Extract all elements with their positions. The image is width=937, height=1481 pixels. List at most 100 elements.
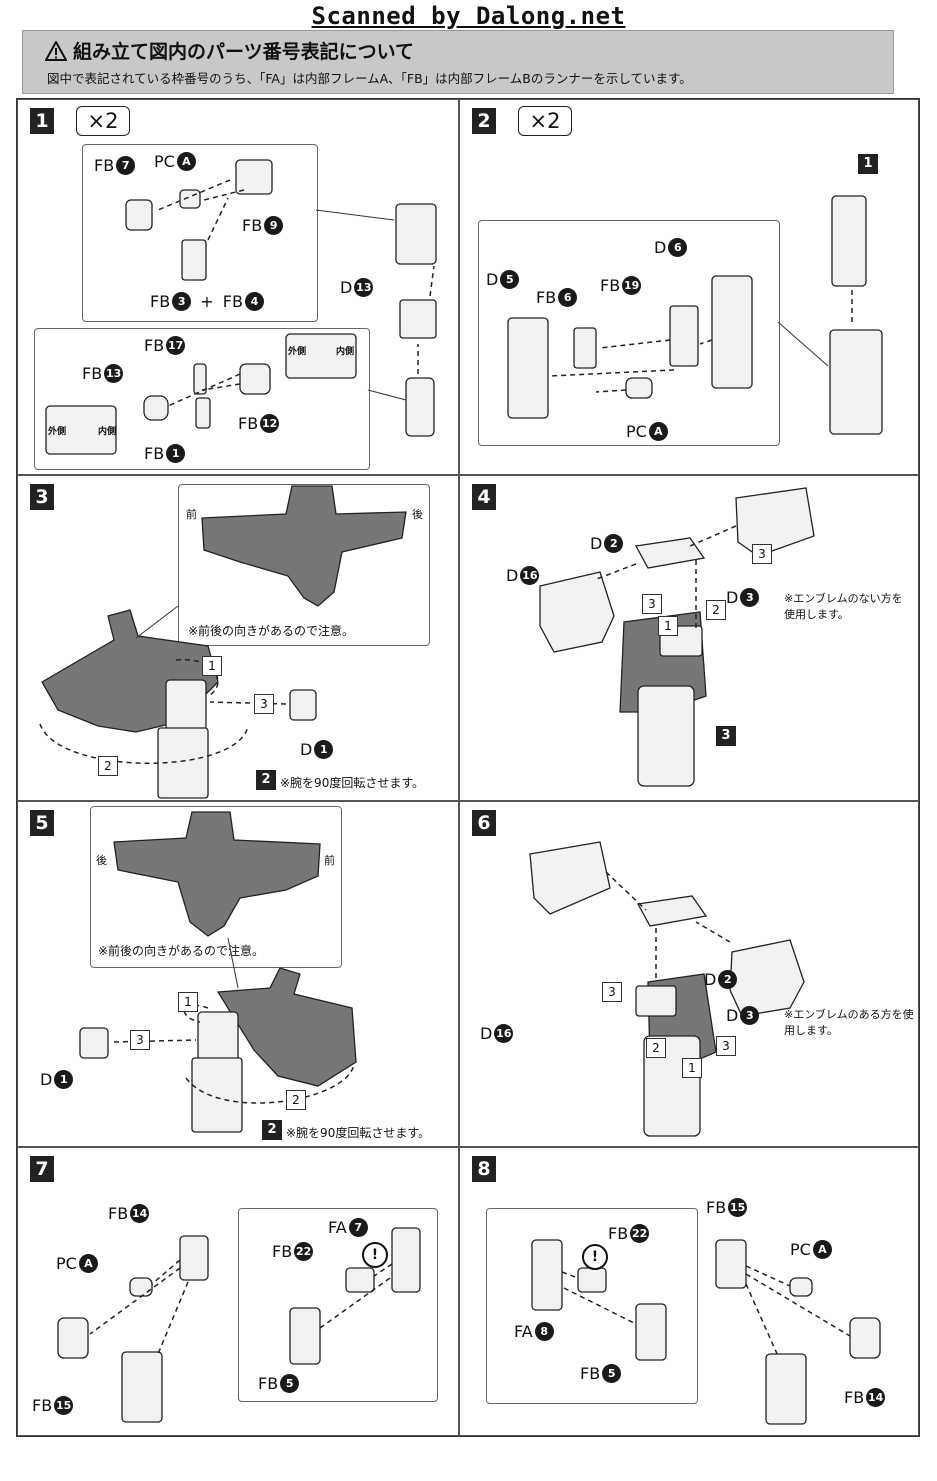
step-number: 5 <box>30 810 54 836</box>
emblem-note: ※エンブレムのない方を使用します。 <box>784 592 903 621</box>
parts-note-box: 組み立て図内のパーツ番号表記について 図中で表記されている枠番号のうち、「FA」… <box>22 30 894 94</box>
step-5-diagram <box>79 811 357 1133</box>
step-number: 6 <box>472 810 496 836</box>
step-7-diagram <box>57 1227 421 1423</box>
order-3: 3 <box>254 694 274 714</box>
step-6-panel: 6 D2 D16 D3 ※エンブレムのある方を使用します。 1 2 3 3 5 <box>459 801 919 1147</box>
step-number: 2 <box>472 108 496 134</box>
emblem-note: ※エンブレムのある方を使用します。 <box>784 1008 914 1037</box>
step-number: 7 <box>30 1156 54 1182</box>
order-3a: 3 <box>752 544 772 564</box>
note-title: 組み立て図内のパーツ番号表記について <box>45 37 414 64</box>
note-text: 図中で表記されている枠番号のうち、「FA」は内部フレームA、「FB」は内部フレー… <box>47 71 692 86</box>
order-2: 2 <box>98 756 118 776</box>
order-3a: 3 <box>602 982 622 1002</box>
step-4-diagram <box>539 487 815 787</box>
ref-step-2: 2 <box>256 770 276 790</box>
order-2: 2 <box>286 1090 306 1110</box>
order-2: 2 <box>646 1038 666 1058</box>
order-3b: 3 <box>642 594 662 614</box>
rotate-note: ※腕を90度回転させます。 <box>280 776 425 790</box>
step-6-diagram <box>529 841 805 1137</box>
caution-icon: ! <box>582 1244 608 1270</box>
caution-text: ※前後の向きがあるので注意。 <box>188 624 355 638</box>
step-2-diagram <box>507 195 883 435</box>
side-outer-2: 外側 <box>48 427 67 437</box>
warning-triangle-icon <box>45 40 67 61</box>
side-inner-2: 内側 <box>98 427 117 437</box>
caution-text: ※前後の向きがあるので注意。 <box>98 944 265 958</box>
side-outer: 外側 <box>288 347 307 357</box>
ref-step-1: 1 <box>858 154 878 174</box>
order-3: 3 <box>130 1030 150 1050</box>
step-number: 3 <box>30 484 54 510</box>
caution-icon: ! <box>362 1242 388 1268</box>
order-1: 1 <box>658 616 678 636</box>
ref-step-3: 3 <box>716 726 736 746</box>
step-number: 8 <box>472 1156 496 1182</box>
order-1: 1 <box>178 992 198 1012</box>
ref-step-2: 2 <box>262 1120 282 1140</box>
label-front: 前 <box>186 508 197 521</box>
step-number: 4 <box>472 484 496 510</box>
order-1: 1 <box>202 656 222 676</box>
rotate-note: ※腕を90度回転させます。 <box>286 1126 431 1140</box>
step-number: 1 <box>30 108 54 134</box>
quantity-badge: ×2 <box>76 106 130 136</box>
step-3-diagram <box>39 485 407 799</box>
label-back: 後 <box>412 508 423 521</box>
order-2: 2 <box>706 600 726 620</box>
step-8-diagram <box>531 1239 881 1425</box>
side-inner: 内側 <box>336 347 355 357</box>
quantity-badge: ×2 <box>518 106 572 136</box>
order-3b: 3 <box>716 1036 736 1056</box>
label-back: 後 <box>96 854 107 867</box>
order-1: 1 <box>682 1058 702 1078</box>
label-front: 前 <box>324 854 335 867</box>
watermark: Scanned by Dalong.net <box>311 2 626 30</box>
step-1-diagram <box>45 159 437 455</box>
